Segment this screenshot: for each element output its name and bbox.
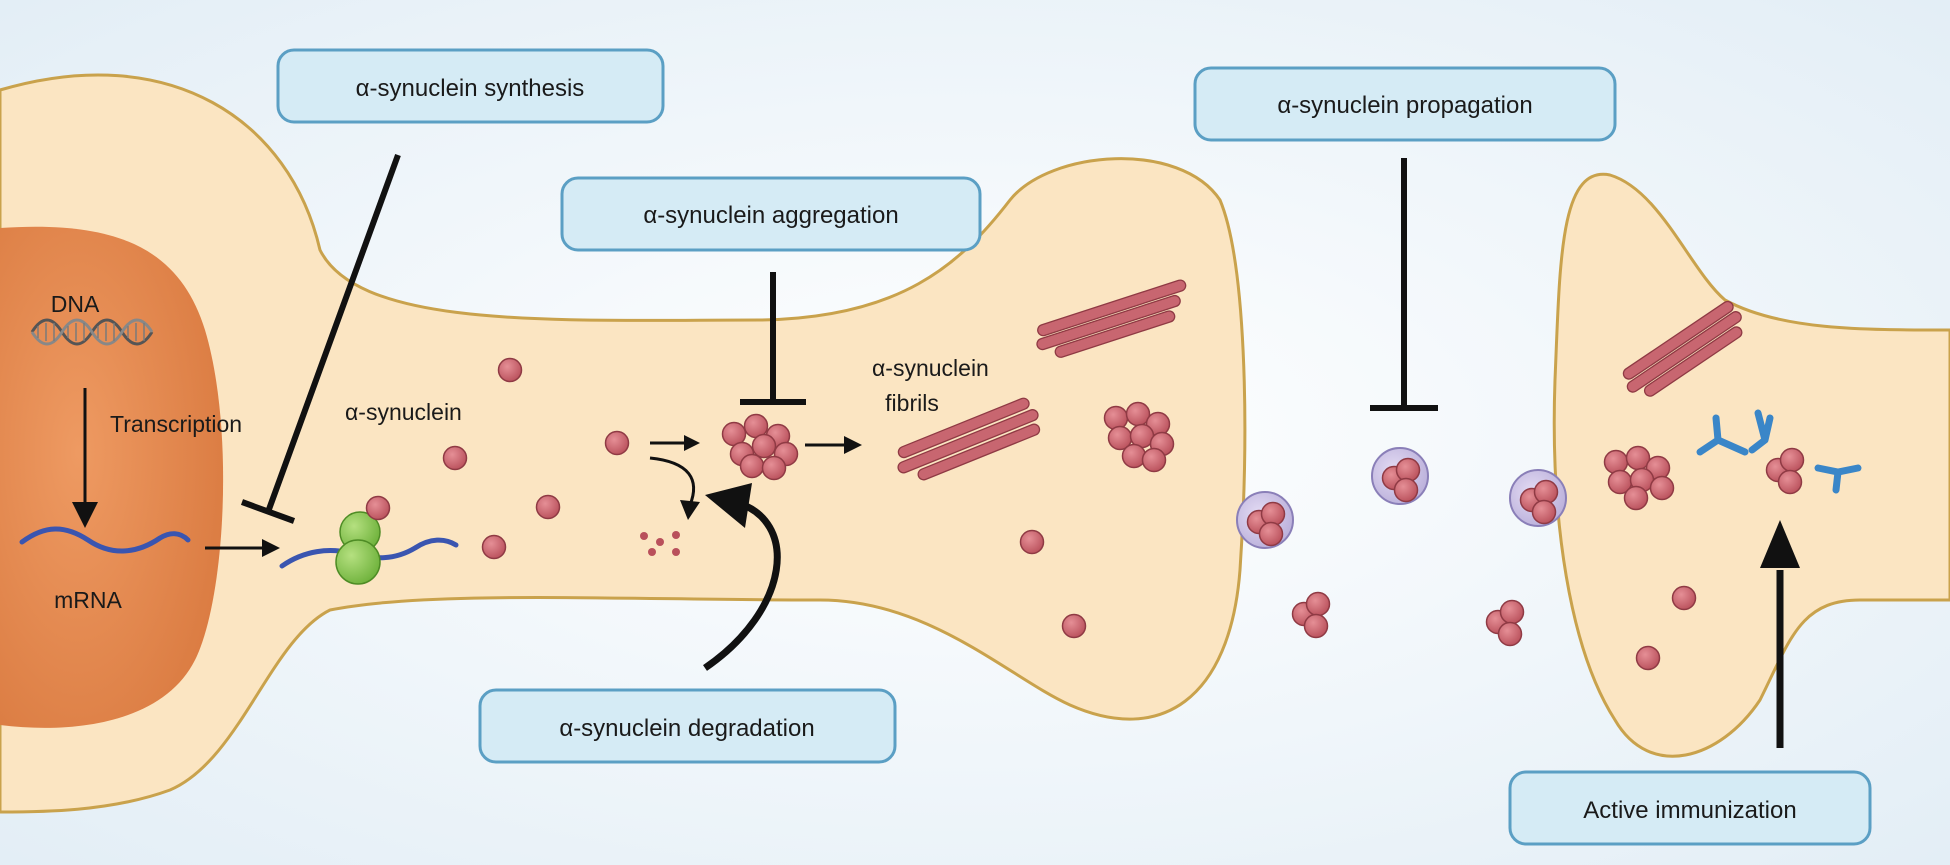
mrna-label: mRNA (54, 587, 122, 613)
synthesis-inhibition-line (265, 153, 401, 514)
mrna-cytoplasm (279, 537, 459, 569)
nascent-protein (365, 495, 391, 521)
endocytosis-vesicle (1509, 469, 1567, 527)
degradation-box: α-synuclein degradation (478, 688, 897, 764)
post-fibril-bundle (1622, 300, 1743, 397)
degradation-curve-arrowhead (680, 500, 700, 520)
exocytosis-vesicle (1236, 491, 1294, 549)
dna-label: DNA (51, 291, 100, 317)
immunization-arrowhead (1760, 520, 1800, 568)
mrna-nucleus (19, 526, 191, 554)
antibody-icon (1696, 409, 1862, 494)
postsynaptic-neuron (1552, 172, 1950, 758)
fibrillization-arrowhead (844, 436, 862, 454)
dna-helix-icon (30, 318, 154, 346)
aggregation-arrowhead-in (684, 435, 700, 451)
transcription-label: Transcription (110, 411, 242, 437)
synaptic-cleft-vesicle (1371, 447, 1429, 505)
post-monomer (1635, 645, 1661, 671)
terminal-monomer (1019, 529, 1045, 555)
fibrils-label-line1: α-synuclein (872, 355, 989, 381)
alpha-synuclein-label: α-synuclein (345, 399, 462, 425)
degraded-fragments (640, 531, 680, 556)
synthesis-box: α-synuclein synthesis (276, 48, 665, 124)
immunization-box: Active immunization (1508, 770, 1872, 846)
terminal-monomer (1061, 613, 1087, 639)
propagation-box: α-synuclein propagation (1193, 66, 1617, 142)
degradation-box-text: α-synuclein degradation (559, 715, 814, 742)
transcription-arrowhead (72, 502, 98, 528)
ribosome-icon (335, 495, 391, 585)
aggregation-box-text: α-synuclein aggregation (643, 202, 898, 229)
synthesis-inhibition-bar (240, 499, 296, 524)
mrna-export-arrowhead (262, 539, 280, 557)
degradation-arrowhead (705, 483, 752, 528)
aggregation-box: α-synuclein aggregation (560, 176, 982, 252)
degradation-curve-arrow (649, 456, 696, 506)
fibril-bundle-2 (1036, 279, 1187, 358)
nucleus (0, 226, 224, 728)
immunization-box-text: Active immunization (1583, 797, 1796, 824)
fibril-bundle-1 (897, 397, 1041, 481)
post-monomer (1671, 585, 1697, 611)
degradation-arrow (703, 498, 781, 671)
propagation-box-text: α-synuclein propagation (1277, 92, 1532, 119)
fibrils-label-line2: fibrils (885, 390, 939, 416)
synthesis-box-text: α-synuclein synthesis (356, 75, 585, 102)
